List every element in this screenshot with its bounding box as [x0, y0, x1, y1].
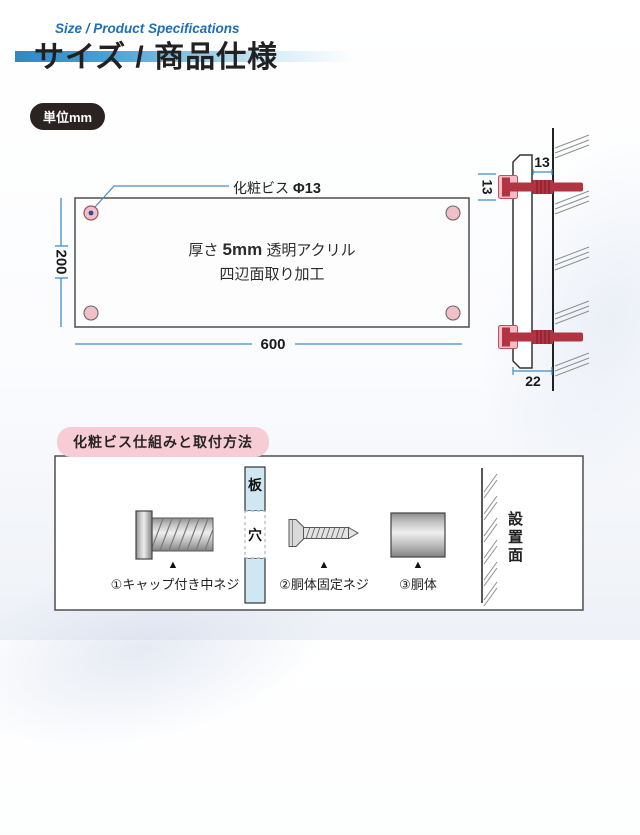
panel-line1: 厚さ 5mm 透明アクリル	[75, 239, 469, 260]
title-underline-bar	[15, 51, 375, 62]
body-cylinder-illustration	[390, 512, 446, 558]
height-dimension-value: 200	[53, 249, 70, 274]
pointer-triangle-icon: ▲	[318, 559, 330, 571]
pointer-triangle-icon: ▲	[412, 559, 424, 571]
board-upper	[244, 466, 266, 512]
material-text: 透明アクリル	[262, 242, 356, 259]
screw-callout-label: 化粧ビス Φ13	[233, 178, 321, 198]
subtitle-english: Size / Product Specifications	[55, 21, 240, 36]
panel-description: 厚さ 5mm 透明アクリル 四辺面取り加工	[75, 239, 469, 284]
screw-center-dot	[88, 210, 94, 216]
callout-line	[94, 185, 229, 208]
page-title: サイズ / 商品仕様	[34, 41, 279, 74]
screw-hole	[83, 305, 99, 321]
background-wave	[0, 464, 441, 835]
width-dimension-value: 600	[260, 336, 285, 353]
part-label-body: ③胴体	[399, 577, 437, 592]
callout-value: Φ13	[292, 181, 321, 197]
pointer-triangle-icon: ▲	[167, 559, 179, 571]
board-label: 板	[248, 477, 263, 493]
thickness-value: 5mm	[222, 240, 263, 259]
callout-text: 化粧ビス	[233, 180, 293, 196]
panel-line2: 四辺面取り加工	[219, 266, 325, 283]
screw-hole-with-screw	[83, 205, 99, 221]
unit-badge: 単位mm	[30, 103, 106, 130]
height-dimension-lines	[55, 198, 68, 327]
screw-hole	[445, 205, 461, 221]
thickness-prefix: 厚さ	[188, 242, 223, 259]
install-section-heading: 化粧ビス仕組みと取付方法	[57, 427, 269, 457]
installation-surface-label: 設置面	[506, 511, 523, 565]
